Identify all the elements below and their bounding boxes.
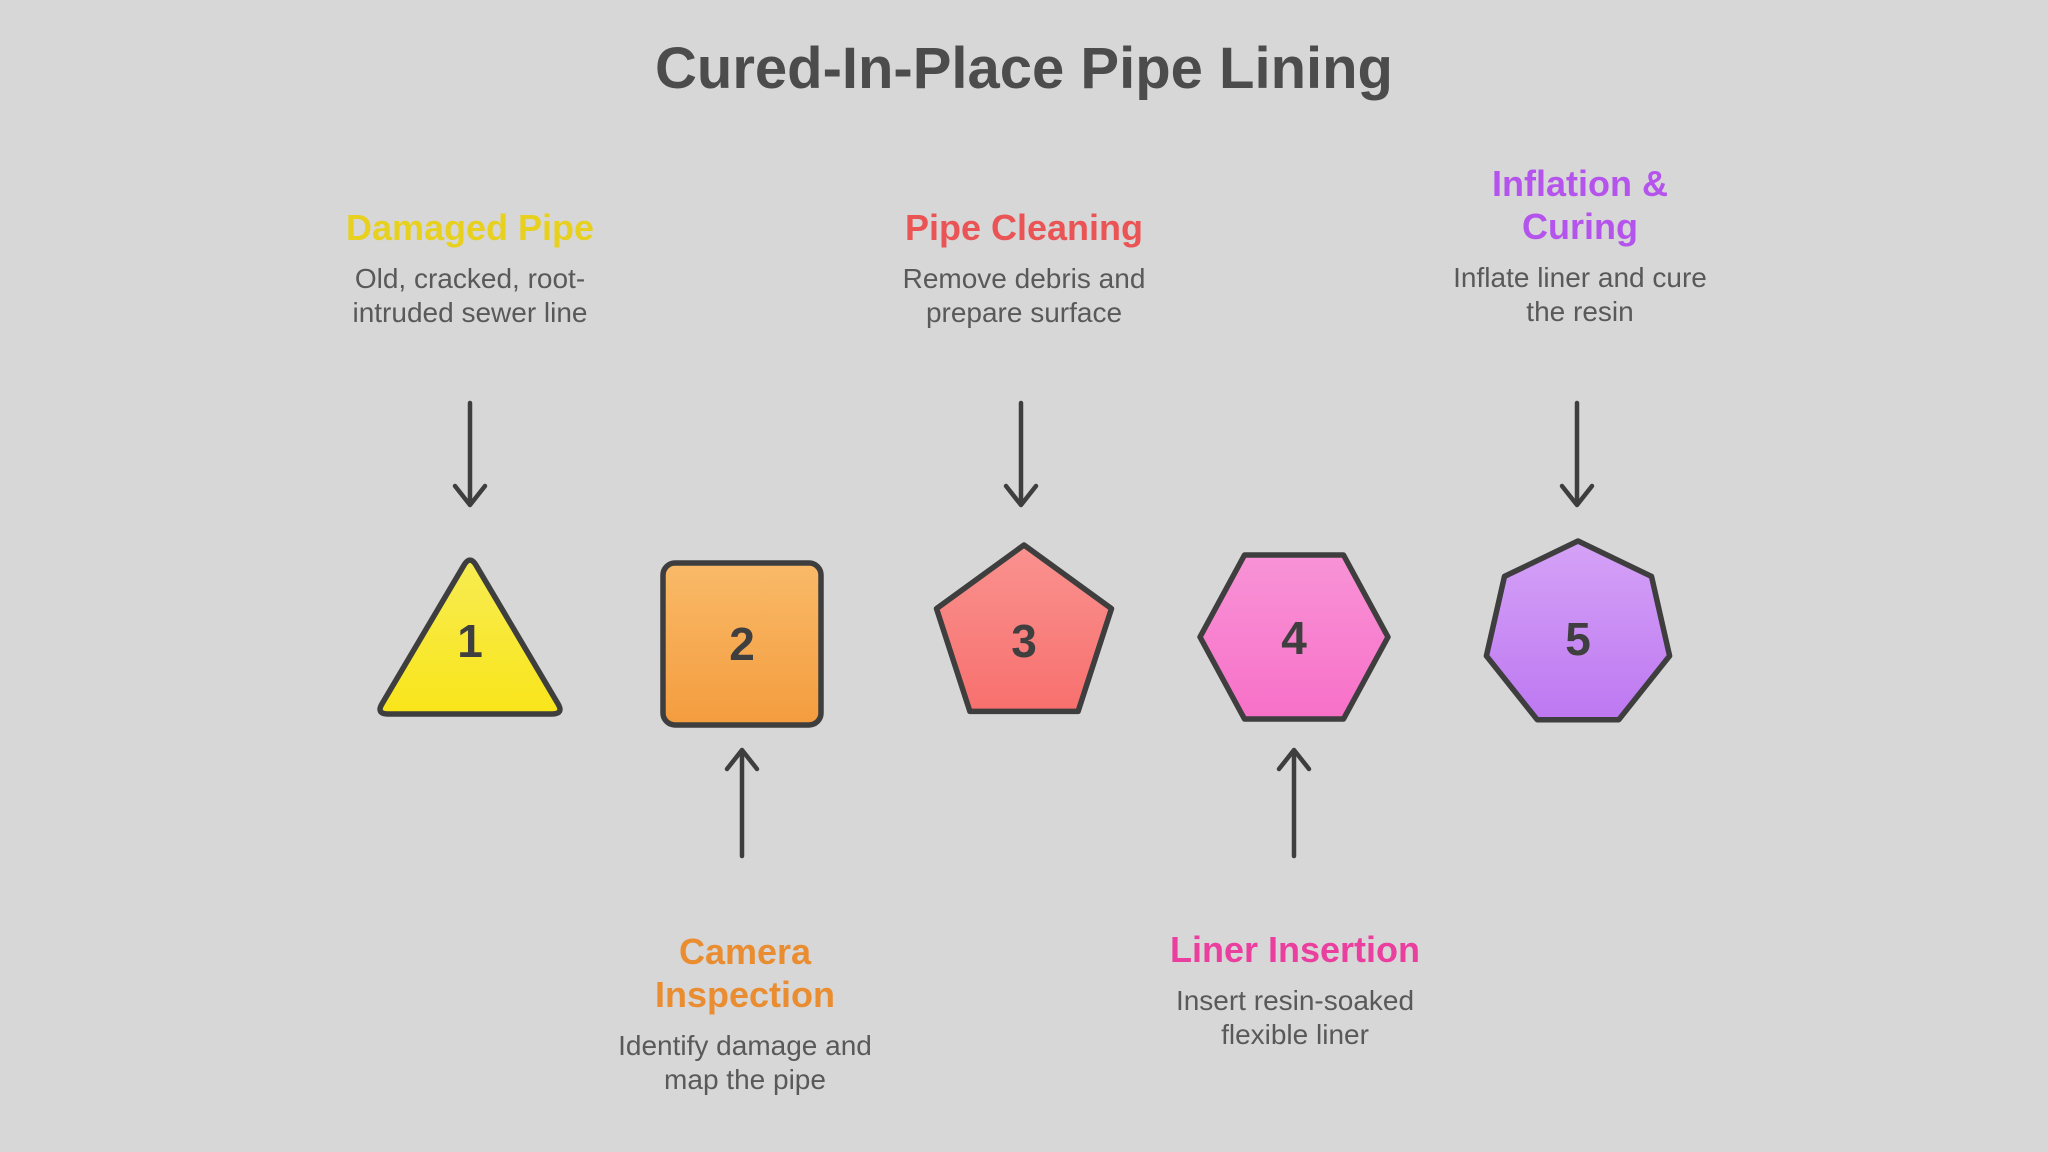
step-1-number: 1	[457, 615, 483, 667]
arrow-down-icon	[452, 400, 488, 508]
step-1-heading: Damaged Pipe	[345, 207, 595, 248]
step-4-heading: Liner Insertion	[1169, 929, 1421, 970]
step-3-label: Pipe Cleaning Remove debris and prepare …	[854, 206, 1194, 330]
step-2-heading: Camera Inspection	[654, 931, 836, 1015]
step-5-shape-heptagon: 5	[1483, 538, 1673, 723]
step-2-number: 2	[729, 618, 755, 670]
step-1-shape-triangle: 1	[377, 557, 563, 717]
arrow-down-icon	[1559, 400, 1595, 508]
arrow-up-icon	[724, 747, 760, 859]
step-3-heading: Pipe Cleaning	[904, 207, 1144, 248]
page-title: Cured-In-Place Pipe Lining	[655, 36, 1393, 101]
step-1-description: Old, cracked, root- intruded sewer line	[352, 263, 588, 328]
step-2-description: Identify damage and map the pipe	[618, 1030, 872, 1095]
step-5-description: Inflate liner and cure the resin	[1453, 262, 1707, 327]
step-5-heading: Inflation & Curing	[1492, 163, 1668, 247]
step-3-number: 3	[1011, 615, 1037, 667]
step-2-shape-square: 2	[660, 560, 824, 728]
step-4-description: Insert resin-soaked flexible liner	[1175, 985, 1415, 1050]
arrow-down-icon	[1003, 400, 1039, 508]
step-5-label: Inflation & Curing Inflate liner and cur…	[1410, 162, 1750, 329]
step-2-label: Camera Inspection Identify damage and ma…	[575, 930, 915, 1097]
step-5-number: 5	[1565, 613, 1591, 665]
step-4-shape-hexagon: 4	[1197, 552, 1391, 722]
step-4-label: Liner Insertion Insert resin-soaked flex…	[1105, 928, 1485, 1052]
arrow-up-icon	[1276, 747, 1312, 859]
step-3-description: Remove debris and prepare surface	[902, 263, 1146, 328]
step-1-label: Damaged Pipe Old, cracked, root- intrude…	[310, 206, 630, 330]
step-3-shape-pentagon: 3	[933, 542, 1115, 715]
step-4-number: 4	[1281, 612, 1307, 664]
